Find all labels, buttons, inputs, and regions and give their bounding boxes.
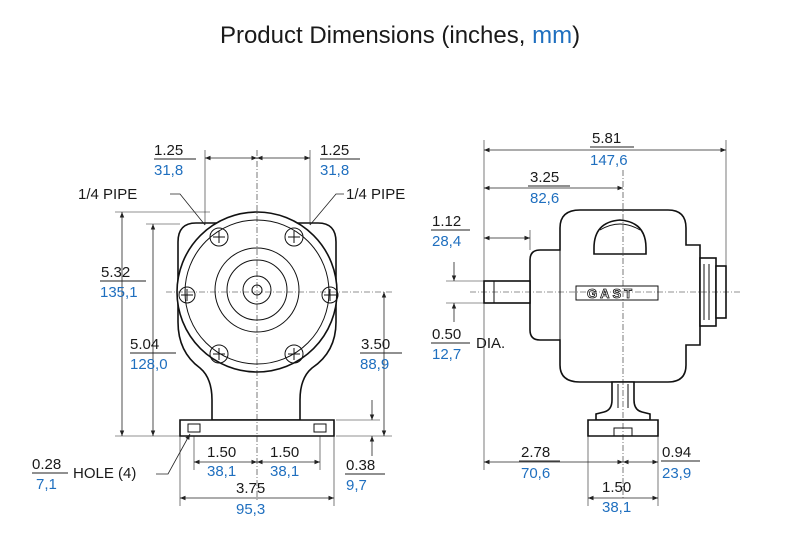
dim-top-left-in: 1.25 xyxy=(154,142,183,159)
foot-slot-left xyxy=(187,423,201,433)
screw-icon xyxy=(321,286,339,304)
dim-base-left-mm: 38,1 xyxy=(207,463,236,480)
title-unit-mm: mm xyxy=(532,22,573,49)
dim-overall-length-in: 5.81 xyxy=(592,130,621,147)
dim-side-base-mm: 70,6 xyxy=(521,465,550,482)
screw-icon xyxy=(178,286,196,304)
dim-center-height-mm: 88,9 xyxy=(360,356,389,373)
dim-height-total-mm: 135,1 xyxy=(100,284,138,301)
dim-base-width-in: 3.75 xyxy=(236,480,265,497)
dim-shaft-dia-in: 0.50 xyxy=(432,326,461,343)
screw-icon xyxy=(209,344,229,364)
dim-side-foot-mm: 23,9 xyxy=(662,465,691,482)
label-pipe-left: 1/4 PIPE xyxy=(78,186,137,203)
logo-gast: GAST xyxy=(587,286,635,301)
dim-overall-length-mm: 147,6 xyxy=(590,152,628,169)
dim-top-right-in: 1.25 xyxy=(320,142,349,159)
dim-shaft-length-mm: 28,4 xyxy=(432,233,461,250)
dim-foot-height-mm: 9,7 xyxy=(346,477,367,494)
dim-base-right-in: 1.50 xyxy=(270,444,299,461)
dim-foot-height-in: 0.38 xyxy=(346,457,375,474)
title-main: Product Dimensions (inches, xyxy=(219,22,533,49)
dim-shaft-dia-mm: 12,7 xyxy=(432,346,461,363)
dim-base-left-in: 1.50 xyxy=(207,444,236,461)
dim-hole-in: 0.28 xyxy=(32,456,61,473)
screw-icon xyxy=(209,227,229,247)
dim-to-center-mm: 82,6 xyxy=(530,190,559,207)
dim-shaft-length-in: 1.12 xyxy=(432,213,461,230)
dim-side-foot-width-in: 1.50 xyxy=(602,479,631,496)
dim-side-base-in: 2.78 xyxy=(521,444,550,461)
side-view: GAST 5.81 147,6 3.25 82,6 xyxy=(431,130,740,516)
dim-center-height-in: 3.50 xyxy=(361,336,390,353)
label-hole: HOLE (4) xyxy=(73,465,136,482)
side-logo-band xyxy=(575,285,659,301)
label-dia: DIA. xyxy=(476,335,505,352)
dim-height-inner-in: 5.04 xyxy=(130,336,159,353)
dim-top-left-mm: 31,8 xyxy=(154,162,183,179)
foot-slot-right xyxy=(313,423,327,433)
dim-height-inner-mm: 128,0 xyxy=(130,356,168,373)
dim-side-foot-in: 0.94 xyxy=(662,444,691,461)
dim-height-total-in: 5.32 xyxy=(101,264,130,281)
dim-side-foot-width-mm: 38,1 xyxy=(602,499,631,516)
dim-base-width-mm: 95,3 xyxy=(236,501,265,518)
dim-top-right-mm: 31,8 xyxy=(320,162,349,179)
title-close: ) xyxy=(572,22,581,49)
dim-base-right-mm: 38,1 xyxy=(270,463,299,480)
page-title: Product Dimensions (inches, mm) xyxy=(0,22,800,50)
label-pipe-right: 1/4 PIPE xyxy=(346,186,405,203)
dim-hole-mm: 7,1 xyxy=(36,476,57,493)
front-view: 1.25 31,8 1.25 31,8 1/4 PIPE 1/4 PIPE 5.… xyxy=(32,142,405,518)
side-top-shield xyxy=(593,219,647,255)
screw-icon xyxy=(284,344,304,364)
screw-icon xyxy=(284,227,304,247)
dim-to-center-in: 3.25 xyxy=(530,169,559,186)
side-housing xyxy=(529,209,701,383)
